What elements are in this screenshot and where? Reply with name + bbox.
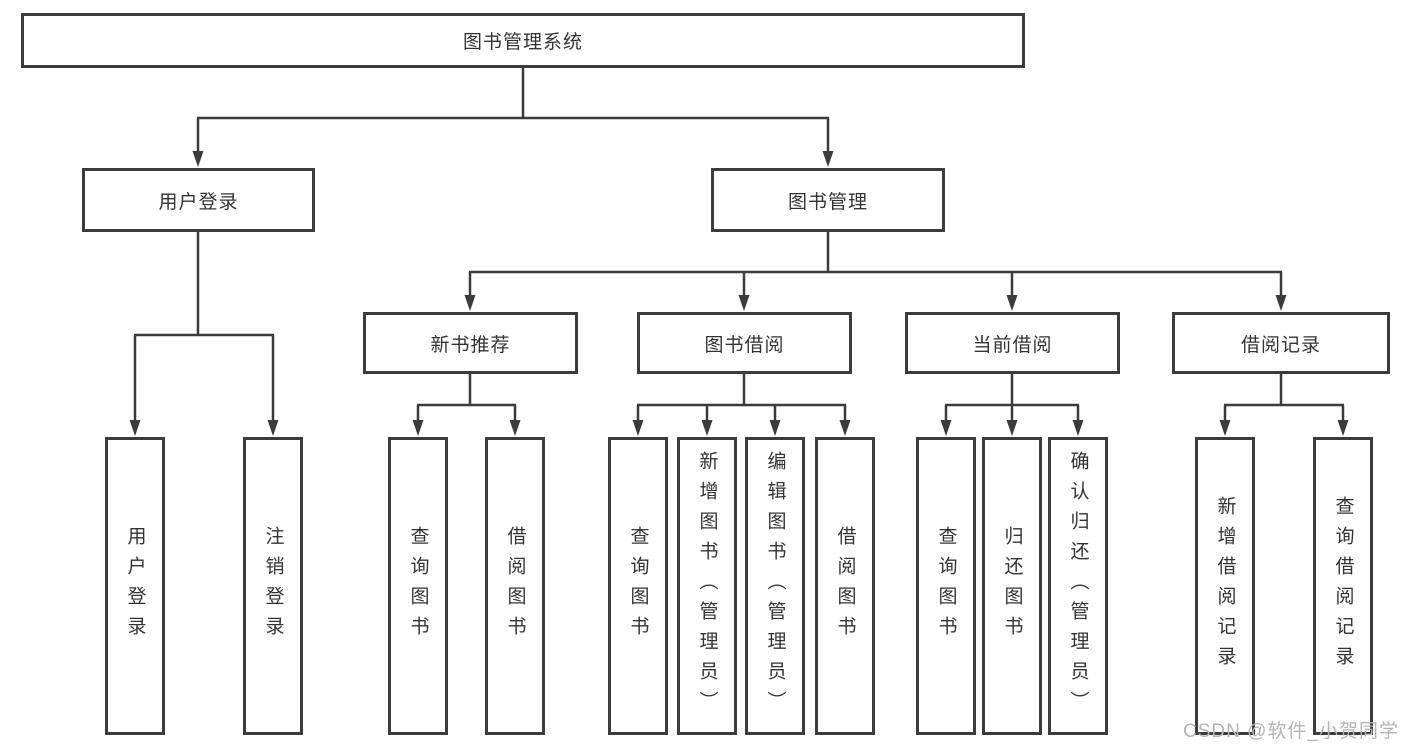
node-new-book-recommend: 新书推荐 <box>363 312 578 374</box>
leaf-bb-edit-books-admin-label: 编辑图书（管理员） <box>764 451 786 721</box>
leaf-logout: 注销登录 <box>243 437 303 735</box>
node-book-borrowing: 图书借阅 <box>637 312 852 374</box>
node-user-login-label: 用户登录 <box>158 191 239 213</box>
connector-newbooks-to-leaves <box>416 374 517 422</box>
leaf-bb-add-books-admin-label: 新增图书（管理员） <box>696 451 718 721</box>
node-current-borrowing-label: 当前借阅 <box>972 334 1053 356</box>
leaf-bb-query-books-label: 查询图书 <box>627 526 649 646</box>
connector-bookmgmt-to-level3 <box>468 232 1283 297</box>
leaf-nb-query-books: 查询图书 <box>388 437 448 735</box>
leaf-bb-edit-books-admin: 编辑图书（管理员） <box>745 437 805 735</box>
leaf-logout-label: 注销登录 <box>262 526 284 646</box>
leaf-br-add-record-label: 新增借阅记录 <box>1214 496 1236 676</box>
node-root-label: 图书管理系统 <box>462 32 583 53</box>
leaf-nb-borrow-books: 借阅图书 <box>485 437 545 735</box>
leaf-cb-return-books-label: 归还图书 <box>1001 526 1023 646</box>
node-new-book-recommend-label: 新书推荐 <box>430 334 511 356</box>
node-book-management: 图书管理 <box>711 168 945 232</box>
leaf-cb-confirm-return-admin: 确认归还（管理员） <box>1048 437 1108 735</box>
leaf-user-login-label: 用户登录 <box>124 526 146 646</box>
csdn-watermark: CSDN @软件_小贺同学 <box>1183 721 1399 742</box>
leaf-user-login: 用户登录 <box>105 437 165 735</box>
connector-bookborrow-to-leaves <box>636 374 847 422</box>
node-borrow-records: 借阅记录 <box>1172 312 1390 374</box>
leaf-br-query-record-label: 查询借阅记录 <box>1332 496 1354 676</box>
leaf-cb-confirm-return-admin-label: 确认归还（管理员） <box>1067 451 1089 721</box>
leaf-bb-borrow-books: 借阅图书 <box>815 437 875 735</box>
node-book-management-label: 图书管理 <box>787 191 868 213</box>
connector-root-to-level2 <box>196 68 830 153</box>
node-user-login: 用户登录 <box>82 168 315 232</box>
leaf-cb-return-books: 归还图书 <box>982 437 1042 735</box>
leaf-bb-borrow-books-label: 借阅图书 <box>834 526 856 646</box>
leaf-cb-query-books: 查询图书 <box>916 437 976 735</box>
leaf-bb-add-books-admin: 新增图书（管理员） <box>677 437 737 735</box>
leaf-nb-borrow-books-label: 借阅图书 <box>504 526 526 646</box>
connector-userlogin-to-leaves <box>133 232 275 422</box>
leaf-br-query-record: 查询借阅记录 <box>1313 437 1373 735</box>
leaf-cb-query-books-label: 查询图书 <box>935 526 957 646</box>
node-borrow-records-label: 借阅记录 <box>1240 334 1321 356</box>
node-root: 图书管理系统 <box>21 13 1025 68</box>
node-current-borrowing: 当前借阅 <box>905 312 1120 374</box>
leaf-bb-query-books: 查询图书 <box>608 437 668 735</box>
connector-currentborrow-to-leaves <box>944 374 1080 422</box>
connector-borrowrecords-to-leaves <box>1223 374 1345 422</box>
node-book-borrowing-label: 图书借阅 <box>704 334 785 356</box>
leaf-br-add-record: 新增借阅记录 <box>1195 437 1255 735</box>
leaf-nb-query-books-label: 查询图书 <box>407 526 429 646</box>
